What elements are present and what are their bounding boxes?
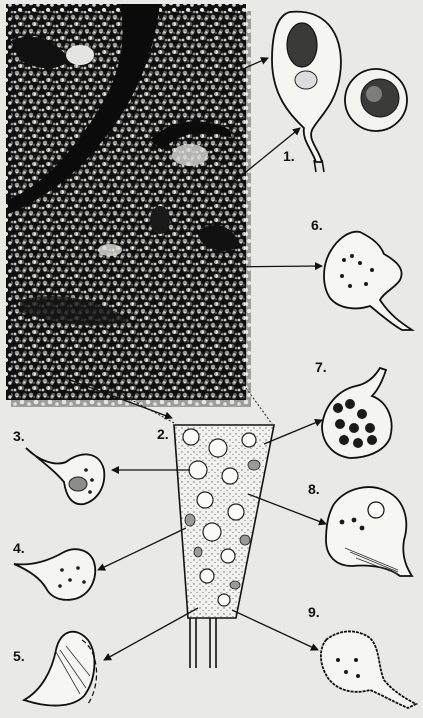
- label-4: 4.: [13, 540, 25, 556]
- cell-9: [321, 631, 416, 708]
- micrograph-panel: [6, 4, 251, 407]
- label-7: 7.: [315, 359, 327, 375]
- arrow-to-cell-8: [248, 494, 326, 524]
- arrow-to-cell-4: [98, 528, 186, 570]
- cell-6: [324, 232, 412, 330]
- label-9: 9.: [308, 604, 320, 620]
- label-3: 3.: [13, 428, 25, 444]
- cell-4: [14, 549, 95, 600]
- cell-5: [24, 632, 97, 706]
- arrow-to-cell-5: [104, 608, 198, 660]
- label-2: 2.: [157, 426, 169, 442]
- label-8: 8.: [308, 481, 320, 497]
- label-5: 5.: [13, 648, 25, 664]
- arrow-to-cell-9: [232, 610, 318, 650]
- label-6: 6.: [311, 217, 323, 233]
- label-1: 1.: [283, 148, 295, 164]
- cell-8: [326, 487, 412, 576]
- capsule-cross-section: [95, 380, 274, 668]
- cell-7: [322, 368, 392, 458]
- cell-3: [26, 448, 104, 504]
